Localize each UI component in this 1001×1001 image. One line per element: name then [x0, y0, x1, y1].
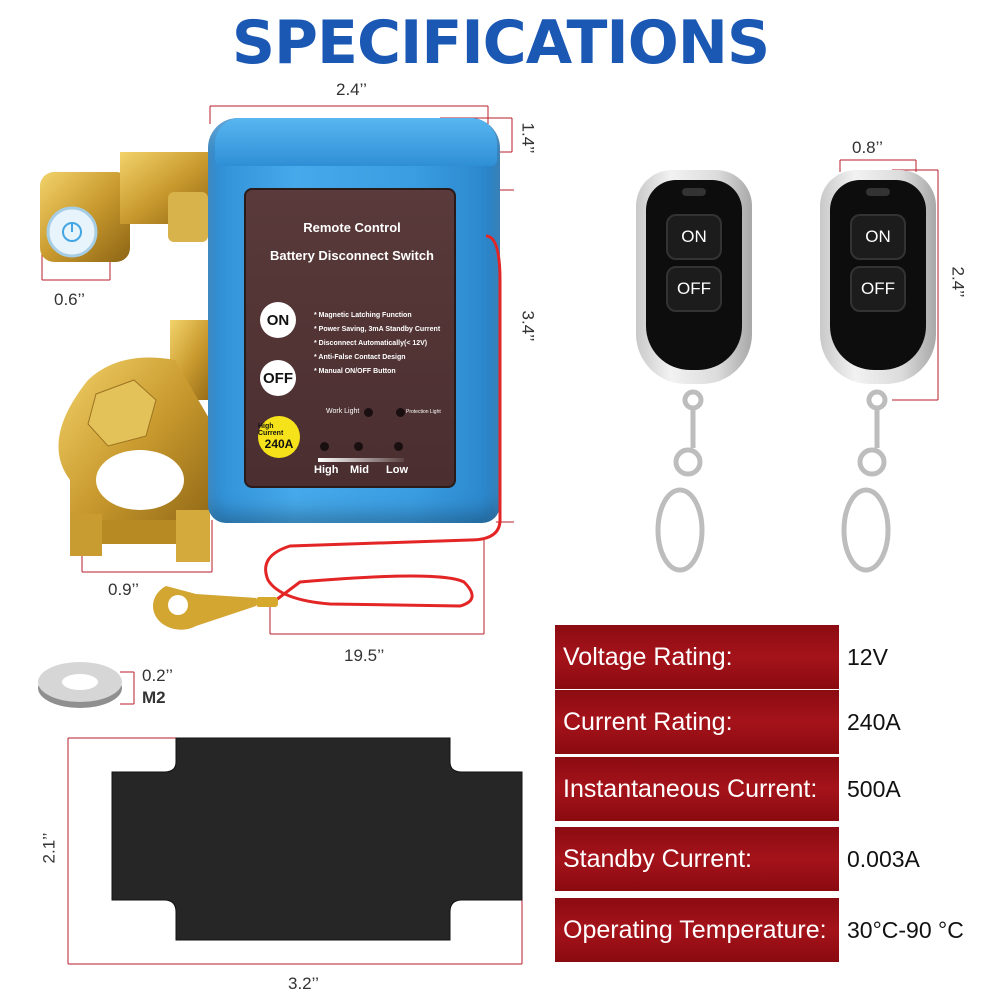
level-mid-label: Mid — [350, 464, 369, 476]
panel-feature-5: * Manual ON/OFF Button — [314, 368, 396, 375]
level-high-label: High — [314, 464, 339, 476]
spec-row-standby: Standby Current: 0.003A — [555, 827, 975, 891]
level-bar — [318, 458, 404, 462]
remote-right-body: ON OFF — [830, 180, 926, 370]
panel-off-button[interactable]: OFF — [260, 360, 296, 396]
remote-right-indicator — [866, 188, 890, 196]
switch-housing-top — [215, 118, 497, 166]
spec-value: 240A — [847, 708, 901, 735]
panel-title-line2: Battery Disconnect Switch — [270, 248, 434, 263]
remote-control-right: ON OFF — [820, 170, 936, 384]
remote-right-on-button[interactable]: ON — [850, 214, 906, 260]
spec-label: Operating Temperature: — [555, 898, 839, 962]
work-light-led — [364, 408, 373, 417]
spec-row-current: Current Rating: 240A — [555, 690, 975, 754]
switch-front-panel: Remote Control Battery Disconnect Switch… — [244, 188, 456, 488]
spec-row-voltage: Voltage Rating: 12V — [555, 625, 975, 689]
dimension-washer-size: M2 — [142, 688, 166, 707]
spec-value: 12V — [847, 643, 888, 670]
protection-light-label: Protection Light — [406, 409, 441, 415]
high-current-label: High Current — [258, 423, 284, 437]
panel-feature-3: * Disconnect Automatically(< 12V) — [314, 340, 428, 347]
spec-value: 500A — [847, 775, 901, 802]
level-mid-led — [354, 442, 363, 451]
level-high-led — [320, 442, 329, 451]
panel-feature-2: * Power Saving, 3mA Standby Current — [314, 326, 441, 333]
remote-control-left: ON OFF — [636, 170, 752, 384]
level-low-led — [394, 442, 403, 451]
spec-label: Standby Current: — [555, 827, 839, 891]
work-light-label: Work Light — [326, 408, 360, 415]
remote-right-off-button[interactable]: OFF — [850, 266, 906, 312]
panel-title-line1: Remote Control — [303, 220, 401, 235]
dimension-washer-thickness: 0.2’’ — [142, 666, 173, 685]
spec-value: 0.003A — [847, 845, 920, 872]
remote-left-body: ON OFF — [646, 180, 742, 370]
spec-label: Instantaneous Current: — [555, 757, 839, 821]
dimension-clamp: 0.9’’ — [108, 580, 139, 599]
remote-left-off-button[interactable]: OFF — [666, 266, 722, 312]
dimension-knob: 0.6’’ — [54, 290, 85, 309]
dimension-wire: 19.5’’ — [344, 646, 385, 665]
dimension-remote-width: 0.8’’ — [852, 138, 883, 157]
page-title: SPECIFICATIONS — [231, 8, 770, 78]
high-current-value: 240A — [264, 437, 294, 451]
spec-row-instantaneous: Instantaneous Current: 500A — [555, 757, 975, 821]
spec-value: 30°C-90 °C — [847, 916, 964, 943]
panel-feature-4: * Anti-False Contact Design — [314, 354, 406, 361]
protection-light-led — [396, 408, 405, 417]
dimension-box-width: 2.4’’ — [336, 80, 367, 99]
remote-left-indicator — [682, 188, 706, 196]
dimension-gasket-width: 3.2’’ — [288, 974, 319, 993]
spec-label: Current Rating: — [555, 690, 839, 754]
spec-label: Voltage Rating: — [555, 625, 839, 689]
level-low-label: Low — [386, 464, 408, 476]
panel-feature-1: * Magnetic Latching Function — [314, 312, 412, 319]
remote-left-on-button[interactable]: ON — [666, 214, 722, 260]
spec-row-temperature: Operating Temperature: 30°C-90 °C — [555, 898, 975, 962]
high-current-badge: High Current 240A — [258, 416, 300, 458]
panel-on-button[interactable]: ON — [260, 302, 296, 338]
